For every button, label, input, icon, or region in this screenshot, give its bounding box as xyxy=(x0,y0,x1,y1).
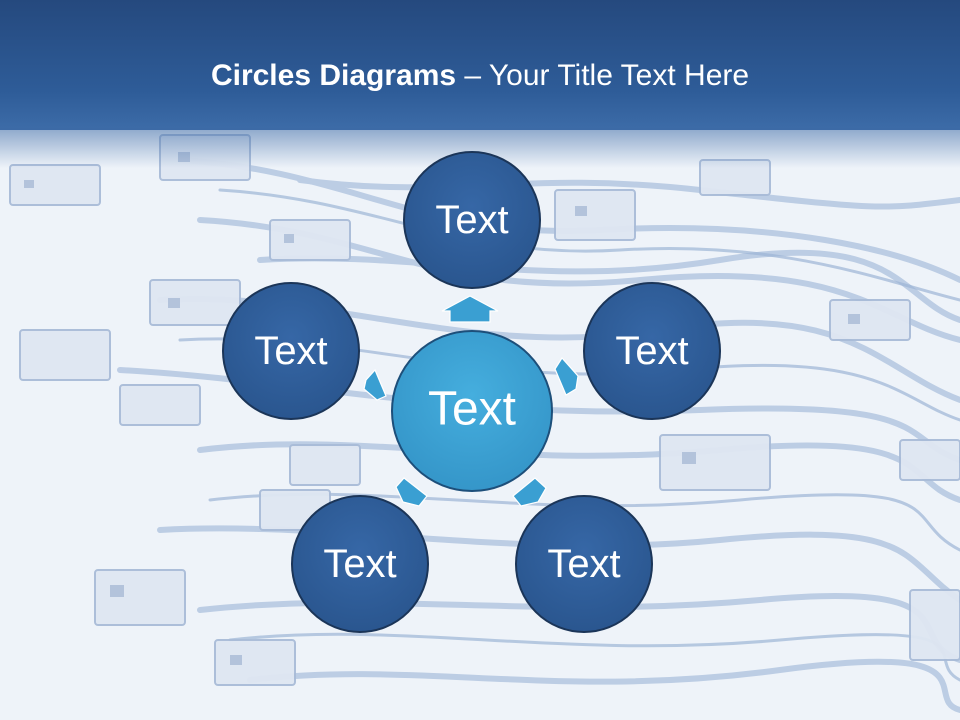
center-node: Text xyxy=(391,330,553,492)
node-3-label: Text xyxy=(547,542,620,586)
arrow-to-node-1 xyxy=(441,295,499,323)
node-5-label: Text xyxy=(254,329,327,373)
header-bar xyxy=(0,0,960,130)
node-3: Text xyxy=(515,495,653,633)
connector-arrows xyxy=(363,295,579,507)
arrow-to-node-4 xyxy=(395,477,428,507)
node-4: Text xyxy=(291,495,429,633)
slide-title: Circles Diagrams – Your Title Text Here xyxy=(0,56,960,96)
node-2-label: Text xyxy=(615,329,688,373)
arrow-to-node-3 xyxy=(512,477,547,507)
node-1: Text xyxy=(403,151,541,289)
center-node-label: Text xyxy=(428,383,516,436)
node-5: Text xyxy=(222,282,360,420)
node-1-label: Text xyxy=(435,198,508,242)
title-bold-part: Circles Diagrams xyxy=(210,59,457,92)
node-4-label: Text xyxy=(323,542,396,586)
arrow-to-node-5 xyxy=(363,368,387,401)
arrow-to-node-2 xyxy=(554,357,579,396)
node-2: Text xyxy=(583,282,721,420)
title-dash: – xyxy=(464,59,482,92)
title-regular-part: Your Title Text Here xyxy=(488,59,750,92)
